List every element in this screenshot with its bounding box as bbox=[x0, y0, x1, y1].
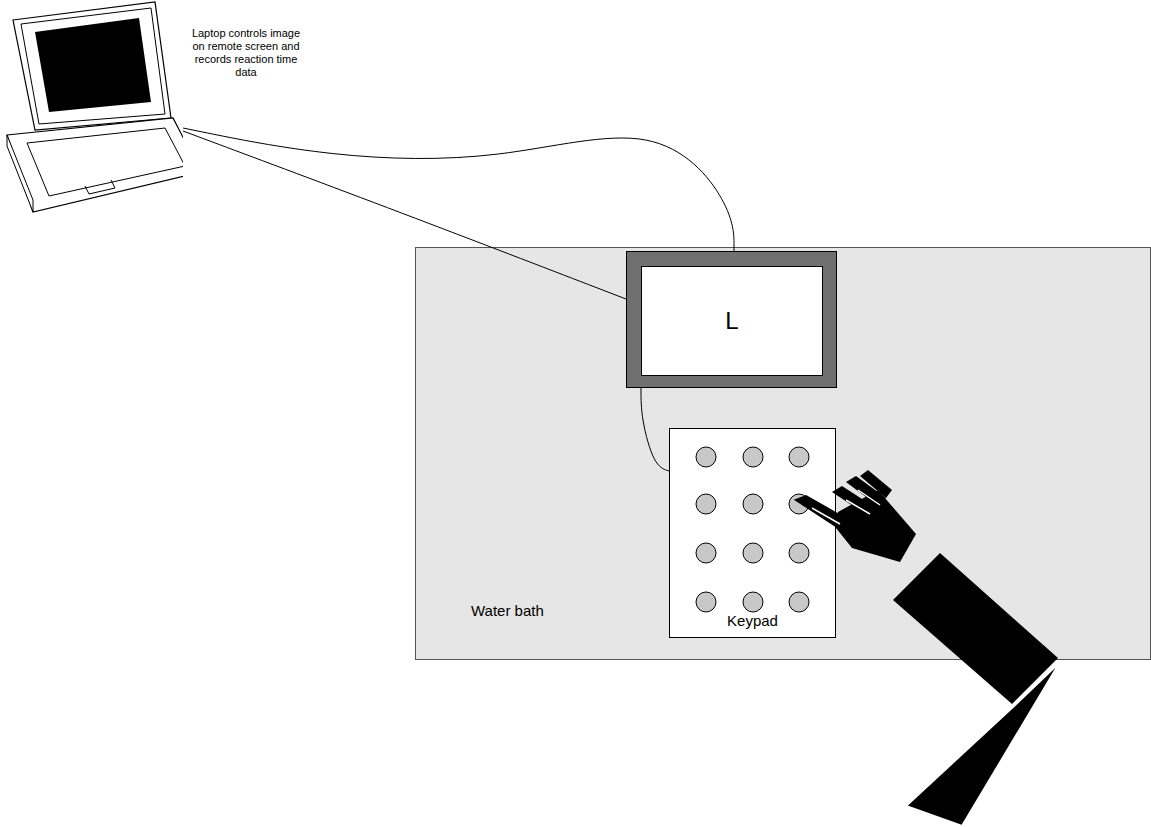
key-button bbox=[743, 447, 763, 467]
laptop: Laptop controls image on remote screen a… bbox=[5, 0, 183, 215]
key-button bbox=[789, 592, 809, 612]
stimulus-letter: L bbox=[641, 266, 823, 376]
key-button bbox=[789, 494, 809, 514]
keyboard bbox=[27, 128, 183, 196]
cable bbox=[183, 131, 626, 299]
laptop-base bbox=[7, 118, 183, 212]
key-button bbox=[696, 543, 716, 563]
laptop-caption: Laptop controls image on remote screen a… bbox=[190, 27, 302, 79]
lid-bezel bbox=[21, 8, 165, 124]
key-button bbox=[789, 543, 809, 563]
key-button bbox=[743, 494, 763, 514]
keypad-buttons bbox=[670, 429, 832, 637]
touchpad bbox=[85, 180, 115, 194]
bath-label: Water bath bbox=[471, 602, 544, 619]
base-side bbox=[7, 135, 33, 212]
laptop-lid bbox=[13, 2, 171, 130]
laptop-illustration bbox=[5, 0, 183, 215]
key-button bbox=[696, 494, 716, 514]
hand bbox=[796, 470, 916, 562]
laptop-screen bbox=[35, 18, 151, 112]
cable bbox=[183, 128, 734, 251]
key-button bbox=[743, 543, 763, 563]
cable bbox=[641, 388, 669, 471]
remote-screen: L bbox=[626, 251, 837, 388]
key-button bbox=[743, 592, 763, 612]
key-button bbox=[696, 447, 716, 467]
sleeve bbox=[893, 553, 1060, 826]
keypad: Keypad bbox=[669, 428, 836, 638]
water-bath: Water bath L Keypad bbox=[415, 247, 1151, 660]
key-button bbox=[696, 592, 716, 612]
key-button bbox=[789, 447, 809, 467]
keypad-label: Keypad bbox=[670, 612, 835, 629]
